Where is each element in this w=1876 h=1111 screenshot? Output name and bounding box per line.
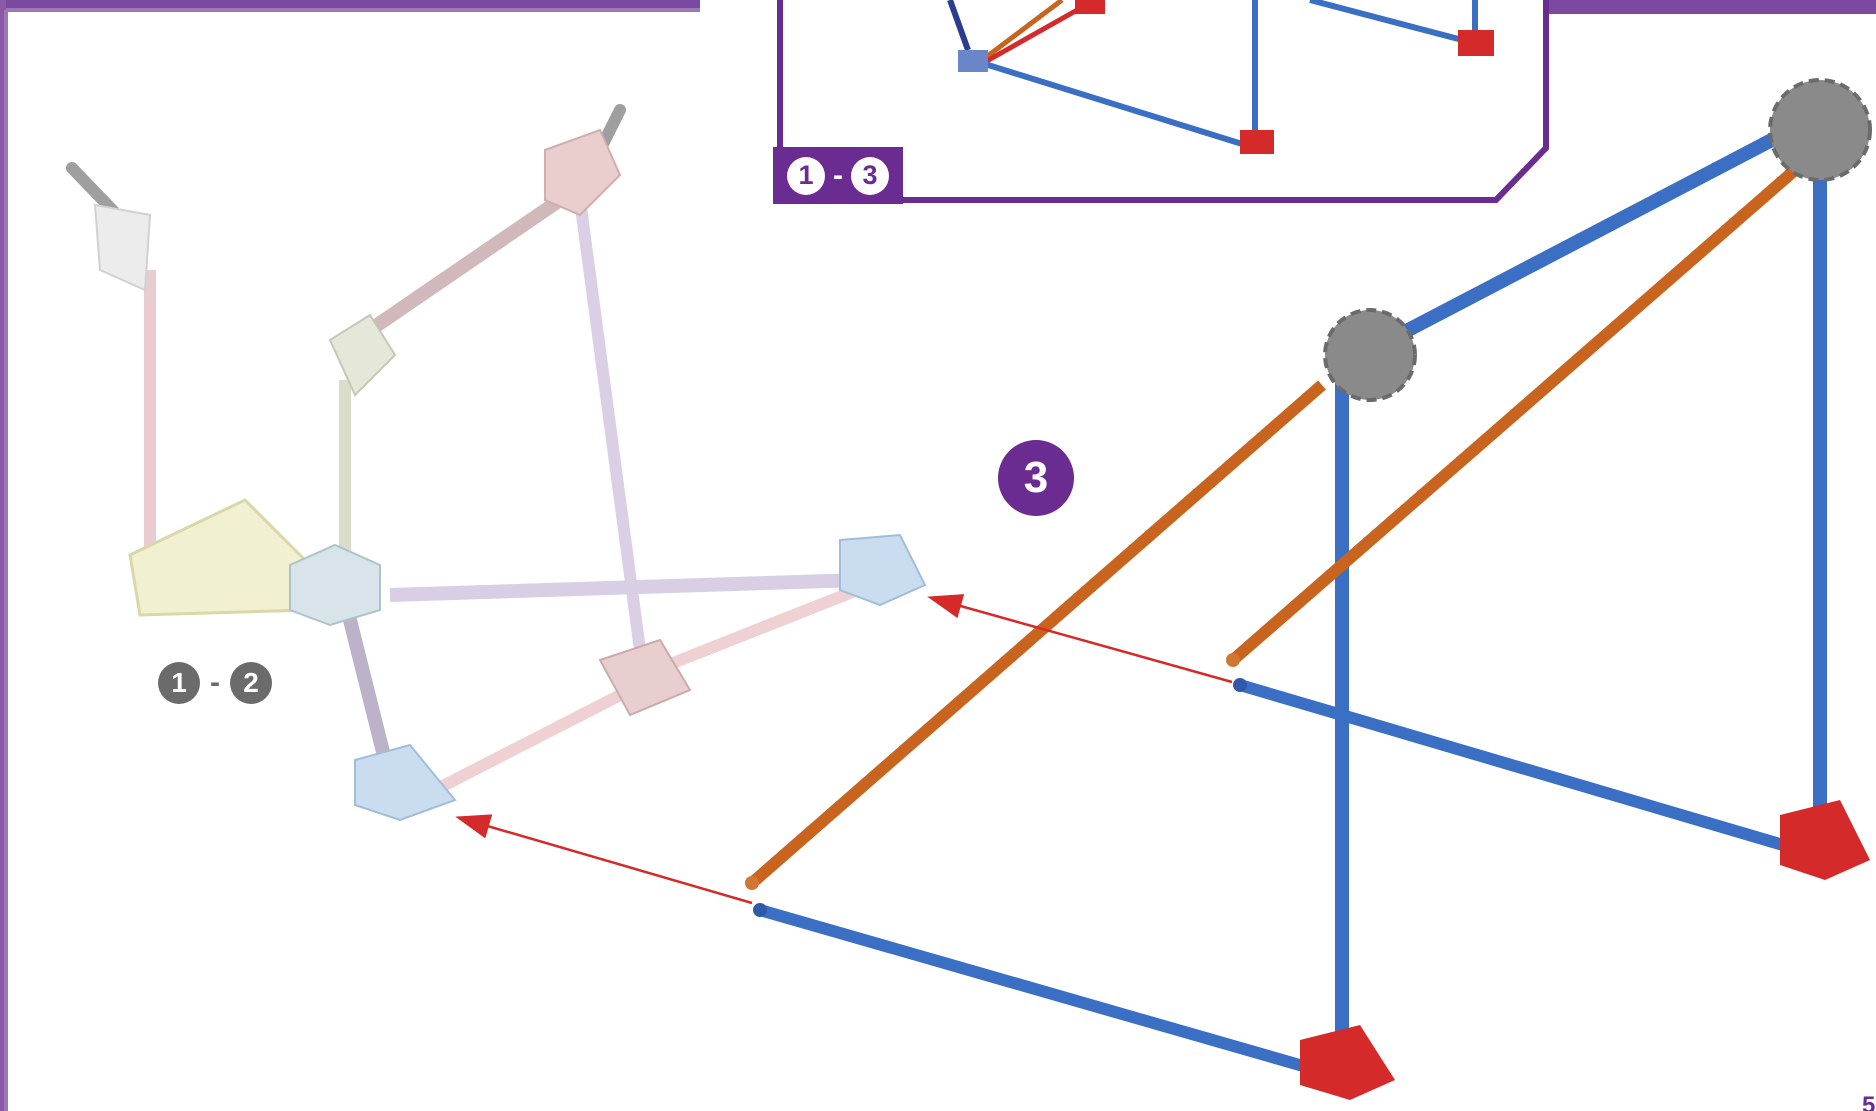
inset-step-from: 1: [787, 156, 825, 195]
sub-assembly-step-range: 1 - 2: [158, 661, 272, 705]
inset-step-range: 1 - 3: [773, 147, 903, 204]
sub-assembly-illustration: [66, 104, 927, 822]
sub-step-from: 1: [158, 662, 200, 704]
sub-step-to: 2: [230, 662, 272, 704]
assembly-arrow-icon: [927, 594, 1233, 684]
left-page-band: [0, 0, 6, 1111]
inset-assembly: [947, 0, 1494, 154]
inset-step-dash: -: [833, 158, 843, 192]
step-number-badge: 3: [998, 440, 1074, 516]
main-assembly: [745, 78, 1872, 1100]
assembly-arrow-icon: [455, 814, 753, 905]
inset-step-to: 3: [851, 156, 889, 195]
inset-frame: [777, 0, 1549, 203]
sub-step-dash: -: [210, 666, 220, 699]
top-right-band: [1540, 0, 1876, 14]
page-number: 5: [1862, 1092, 1876, 1111]
